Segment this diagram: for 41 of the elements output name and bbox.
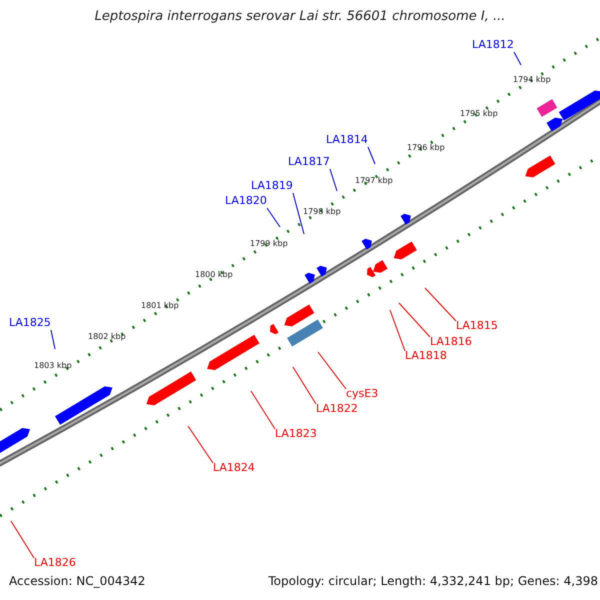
scale-label: 1800 kbp xyxy=(195,269,233,281)
scale-label: 1796 kbp xyxy=(407,142,445,154)
leader-line xyxy=(514,52,522,66)
scale-label: 1799 kbp xyxy=(250,238,288,250)
leader-line xyxy=(390,310,406,352)
scale-label: 1797 kbp xyxy=(355,175,393,187)
gene-label: cysE3 xyxy=(346,388,378,400)
leader-line xyxy=(250,390,276,430)
leader-line xyxy=(292,192,304,234)
diagram-title: Leptospira interrogans serovar Lai str. 56601 chromosome I, ... xyxy=(94,11,506,23)
gene-label: LA1825 xyxy=(9,317,51,329)
gene-label: LA1823 xyxy=(275,428,317,440)
accession-text: Accession: NC_004342 xyxy=(9,575,146,587)
gene-label: LA1820 xyxy=(225,195,267,207)
gene-label: LA1815 xyxy=(456,320,498,332)
leader-line xyxy=(318,352,346,390)
gene-label: LA1817 xyxy=(288,156,330,168)
scale-label: 1803 kbp xyxy=(34,360,72,372)
gene-label: LA1812 xyxy=(472,39,514,51)
gene-label: LA1816 xyxy=(430,336,472,348)
leader-line xyxy=(330,168,338,192)
leader-line xyxy=(292,366,316,404)
gene-label: LA1819 xyxy=(251,180,293,192)
gene-label: LA1822 xyxy=(316,403,358,415)
leader-line xyxy=(398,302,430,338)
gene-label: LA1826 xyxy=(34,557,76,569)
scale-label: 1801 kbp xyxy=(141,300,179,312)
leader-line xyxy=(424,288,456,322)
leader-line xyxy=(10,520,34,558)
leader-line xyxy=(266,208,280,228)
gene-label: LA1818 xyxy=(405,350,447,362)
scale-label: 1794 kbp xyxy=(513,74,551,86)
scale-label: 1802 kbp xyxy=(88,331,126,343)
scale-label: 1795 kbp xyxy=(460,108,498,120)
scale-label: 1798 kbp xyxy=(303,206,341,218)
leader-line xyxy=(188,426,214,464)
leader-line xyxy=(50,330,56,350)
leader-line xyxy=(368,146,376,164)
genome-info-text: Topology: circular; Length: 4,332,241 bp; Genes: 4,398 xyxy=(268,575,598,587)
gene-label: LA1824 xyxy=(213,462,255,474)
gene-label: LA1814 xyxy=(326,134,368,146)
